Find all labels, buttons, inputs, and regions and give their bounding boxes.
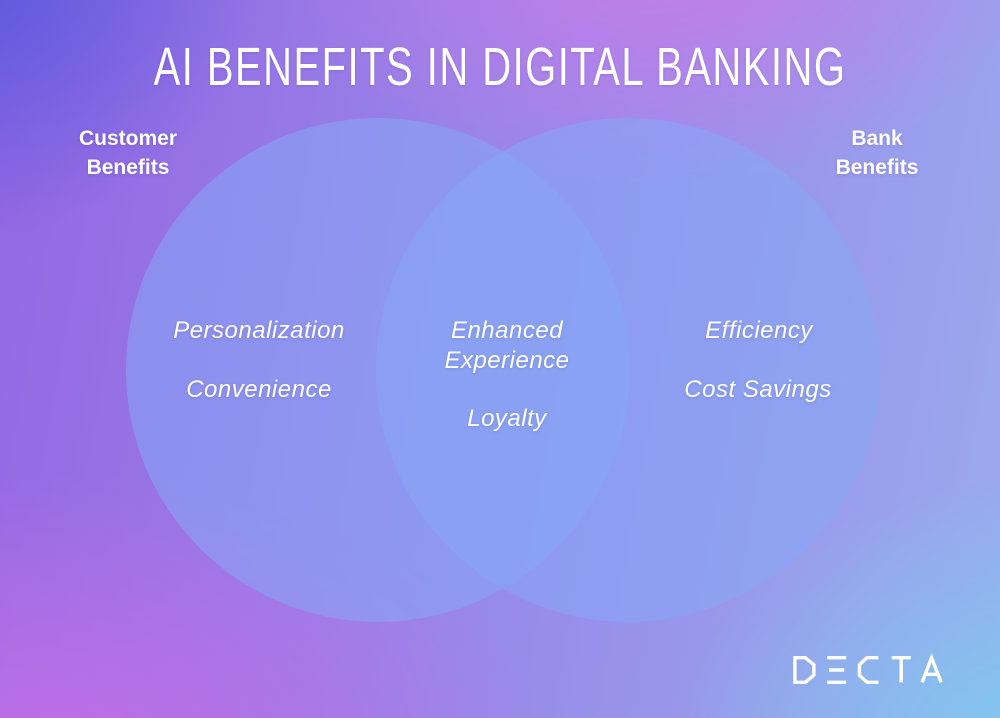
logo-letter-a [920,654,943,683]
venn-item-cost-savings: Cost Savings [684,376,832,403]
decta-logo-icon [793,654,943,685]
decta-logo [793,654,943,686]
customer-benefits-label: Customer Benefits [78,127,178,179]
page-title: AI BENEFITS IN DIGITAL BANKING [153,37,847,97]
logo-letter-e [827,655,847,685]
venn-item-convenience: Convenience [186,376,332,403]
logo-letter-t [891,655,911,683]
venn-item-efficiency: Efficiency [705,317,813,344]
logo-letter-c [857,655,879,685]
bank-benefits-label: Bank Benefits [835,127,919,179]
venn-item-personalization: Personalization [173,317,345,344]
logo-letter-d [793,655,816,685]
right-venn-circle [376,118,880,622]
venn-item-enhanced-experience: Enhanced Experience [444,317,570,374]
venn-item-loyalty: Loyalty [467,405,547,432]
